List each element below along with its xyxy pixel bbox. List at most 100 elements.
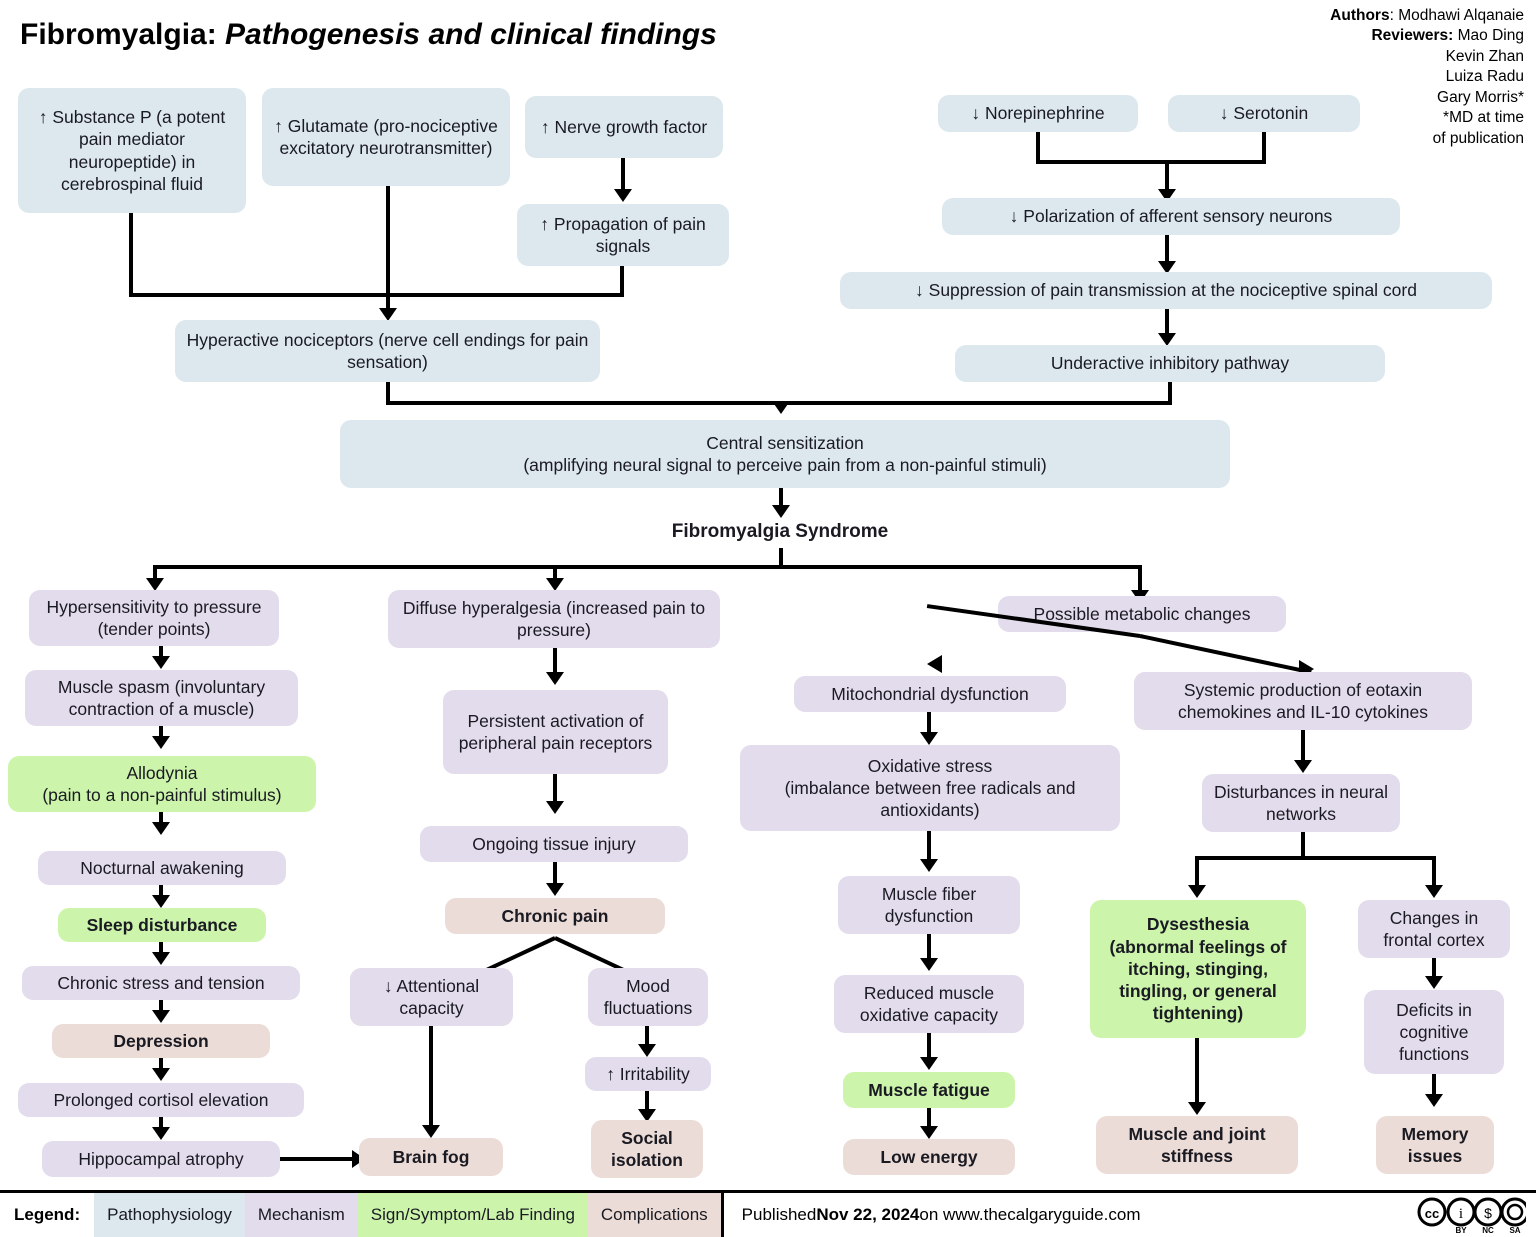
arrowhead-mood-irritability — [638, 1044, 656, 1057]
publication-footnote-2: of publication — [1432, 129, 1524, 147]
node-glutamate: ↑ Glutamate (pro-nociceptive excitatory … — [262, 88, 510, 186]
connector-branch-left — [153, 565, 157, 582]
connector-suppression-underactive — [1165, 309, 1169, 338]
arrowhead-depression-cortisol — [152, 1068, 170, 1081]
node-dysesthesia: Dysesthesia (abnormal feelings of itchin… — [1090, 900, 1306, 1038]
connector-tissue-chronicpain — [553, 862, 557, 887]
node-allodynia: Allodynia (pain to a non-painful stimulu… — [8, 756, 316, 812]
connector-hypersensitivity-spasm — [159, 646, 163, 660]
connector-fatigue-lowenergy — [927, 1108, 931, 1130]
node-irritability: ↑ Irritability — [585, 1057, 711, 1091]
connector-stress-depression — [159, 1000, 163, 1014]
connector-deficits-memory — [1432, 1074, 1436, 1098]
reviewer-2: Kevin Zhan — [1445, 47, 1524, 65]
node-propagation-pain-signals: ↑ Propagation of pain signals — [517, 204, 729, 266]
authors-name: : Modhawi Alqanaie — [1389, 7, 1524, 24]
arrowhead-spasm-allodynia — [152, 736, 170, 749]
arrowhead-tissue-chronicpain — [546, 883, 564, 896]
published-date: Nov 22, 2024 — [816, 1205, 920, 1224]
connector-serotonin-down — [1262, 132, 1266, 164]
reviewer-4: Gary Morris* — [1437, 88, 1524, 106]
node-frontal-cortex: Changes in frontal cortex — [1358, 900, 1510, 958]
arrowhead-oxidative-musclefiber — [920, 859, 938, 872]
arrowhead-branch-hypersensitivity — [146, 578, 164, 591]
connector-mitochondrial-oxidative — [927, 712, 931, 736]
node-cognitive-deficits: Deficits in cognitive functions — [1364, 990, 1504, 1074]
node-memory-issues: Memory issues — [1376, 1116, 1494, 1174]
title-subtitle: Pathogenesis and clinical findings — [225, 18, 717, 51]
node-disturbances-neural: Disturbances in neural networks — [1202, 774, 1400, 832]
node-polarization: ↓ Polarization of afferent sensory neuro… — [942, 198, 1400, 235]
node-attentional-capacity: ↓ Attentional capacity — [350, 968, 513, 1026]
arrowhead-sleep-stress — [152, 952, 170, 965]
arrowhead-branch-hyperalgesia — [546, 578, 564, 591]
node-serotonin: ↓ Serotonin — [1168, 95, 1360, 132]
connector-split-dysesthesia — [1195, 856, 1199, 889]
published-suffix: on www.thecalgaryguide.com — [919, 1205, 1141, 1224]
node-chronic-stress: Chronic stress and tension — [22, 966, 300, 1000]
connector-disturbances-down — [1301, 832, 1305, 860]
arrowhead-dysesthesia-stiffness — [1188, 1102, 1206, 1115]
title-main: Fibromyalgia: — [20, 18, 217, 51]
arrowhead-mitochondrial-oxidative — [920, 732, 938, 745]
connector-eotaxin-disturbances — [1301, 730, 1305, 764]
arrowhead-allodynia-nocturnal — [152, 822, 170, 835]
connector-central-fibromyalgia — [779, 488, 783, 509]
node-nerve-growth-factor: ↑ Nerve growth factor — [525, 96, 723, 158]
node-oxidative-stress: Oxidative stress (imbalance between free… — [740, 745, 1120, 831]
arrowhead-stress-depression — [152, 1010, 170, 1023]
connector-persistent-tissue — [553, 774, 557, 805]
connector-ngf-propagation — [621, 158, 625, 191]
node-fibromyalgia-syndrome: Fibromyalgia Syndrome — [671, 520, 889, 542]
svg-text:cc: cc — [1425, 1206, 1439, 1221]
connector-fibromyalgia-down — [779, 548, 783, 569]
svg-text:NC: NC — [1482, 1226, 1494, 1235]
authors-line: Authors: Modhawi Alqanaie — [1274, 6, 1524, 26]
legend-chip-mechanism: Mechanism — [244, 1193, 358, 1237]
node-muscle-fatigue: Muscle fatigue — [843, 1072, 1015, 1108]
legend-chip-complications: Complications — [587, 1193, 721, 1237]
node-low-energy: Low energy — [843, 1139, 1015, 1175]
svg-text:i: i — [1459, 1206, 1463, 1222]
node-persistent-activation: Persistent activation of peripheral pain… — [443, 690, 668, 774]
arrowhead-deficits-memory — [1425, 1094, 1443, 1107]
legend-label: Legend: — [14, 1205, 81, 1224]
arrowhead-polarization-suppression — [1158, 261, 1176, 274]
connector-spasm-allodynia — [159, 726, 163, 740]
arrowhead-central-fibromyalgia — [772, 505, 790, 518]
connector-merge-polarization — [1165, 160, 1169, 193]
connector-metabolic-eotaxin — [1139, 634, 1312, 675]
arrowhead-metabolic-mitochondrial — [927, 655, 942, 673]
connector-attentional-brainfog — [429, 1026, 433, 1129]
arrowhead-merge-nociceptors — [379, 308, 397, 321]
node-brain-fog: Brain fog — [359, 1138, 503, 1176]
node-hyperactive-nociceptors: Hyperactive nociceptors (nerve cell endi… — [175, 320, 600, 382]
node-muscle-joint-stiffness: Muscle and joint stiffness — [1096, 1116, 1298, 1174]
connector-hippocampal-brainfog — [280, 1157, 354, 1161]
node-mitochondrial-dysfunction: Mitochondrial dysfunction — [794, 676, 1066, 712]
arrowhead-reduced-fatigue — [920, 1057, 938, 1070]
connector-norepinephrine-down — [1036, 132, 1040, 164]
connector-mood-irritability — [645, 1026, 649, 1048]
arrowhead-nocturnal-sleep — [152, 895, 170, 908]
connector-branch-middle — [553, 565, 557, 582]
connector-allodynia-nocturnal — [159, 812, 163, 826]
reviewer-1: Mao Ding — [1453, 27, 1524, 45]
creative-commons-badge[interactable]: cc i $ BY NC SA — [1416, 1193, 1536, 1237]
node-ongoing-tissue-injury: Ongoing tissue injury — [420, 826, 688, 862]
publication-info: Published Nov 22, 2024 on www.thecalgary… — [724, 1193, 1159, 1237]
connector-musclefiber-reduced — [927, 934, 931, 962]
node-central-sensitization: Central sensitization (amplifying neural… — [340, 420, 1230, 488]
node-mood-fluctuations: Mood fluctuations — [588, 968, 708, 1026]
connector-hyperalgesia-persistent — [553, 648, 557, 676]
connector-propagation-down — [620, 266, 624, 295]
arrowhead-irritability-social — [638, 1109, 656, 1122]
arrowhead-musclefiber-reduced — [920, 958, 938, 971]
node-nocturnal-awakening: Nocturnal awakening — [38, 851, 286, 885]
legend-divider — [720, 1193, 724, 1237]
arrowhead-fatigue-lowenergy — [920, 1126, 938, 1139]
node-chronic-pain: Chronic pain — [445, 898, 665, 934]
connector-reduced-fatigue — [927, 1033, 931, 1061]
arrowhead-central-sensitization — [772, 401, 790, 414]
